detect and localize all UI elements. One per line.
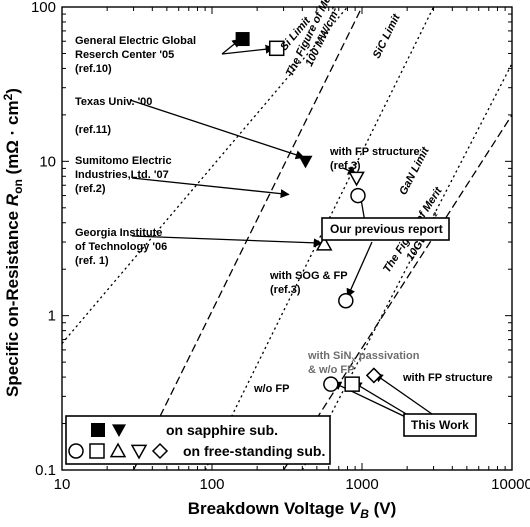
annotation-arrow <box>129 99 305 160</box>
annotation-arrow <box>346 241 373 298</box>
annotation-sin-line: with SiNx passivation <box>307 350 420 364</box>
x-tick-label: 10 <box>54 476 71 493</box>
annotation-ge-line: Reserch Center '05 <box>75 49 174 61</box>
y-tick-label: 1 <box>48 308 56 325</box>
limit-line-gan-limit <box>301 63 512 470</box>
annotation-arrow <box>131 235 323 248</box>
annotation-fp2-line: with FP structure <box>402 372 493 384</box>
data-point-triangle-up-open <box>315 235 333 251</box>
y-axis-label: Specific on-Resistance Ron (mΩ · cm2) <box>1 88 25 397</box>
annotation-arrow <box>373 373 433 415</box>
annotation-sog-line: (ref.3) <box>270 284 301 296</box>
limit-line-si-limit <box>62 7 348 344</box>
data-point-circle-open <box>338 292 354 309</box>
annotation-fp-line: with FP structure <box>329 146 420 158</box>
annotation-fp-line: (ref.3) <box>330 160 361 172</box>
plot-frame <box>61 6 513 471</box>
annotation-arrow <box>131 177 290 199</box>
legend-label-on-sapphire-sub: on sapphire sub. <box>166 422 278 438</box>
annotation-tx-line: (ref.11) <box>75 124 111 136</box>
plot-frame-group <box>61 6 513 471</box>
x-tick-label: 1000 <box>345 476 378 493</box>
legend-marker-diamond-open <box>151 442 169 460</box>
legend-box <box>65 415 331 465</box>
annotation-arrow <box>221 44 275 55</box>
data-point-diamond-open <box>365 367 382 384</box>
y-tick-label: 10 <box>39 153 56 170</box>
annotation-sin-line: & w/o FP <box>308 364 354 376</box>
data-point-circle-open <box>350 187 366 204</box>
annotation-gt-line: of Technology '06 <box>75 241 167 253</box>
y-tick-label: 0.1 <box>35 462 56 479</box>
legend-marker-triangle-down-filled <box>112 424 126 437</box>
limit-lines-group <box>62 7 512 470</box>
x-tick-label: 10000 <box>491 476 530 493</box>
y-tick-label: 100 <box>31 0 56 16</box>
data-point-triangle-down-open <box>348 171 365 187</box>
limit-line-the-figure-of-merit-100-mw-cm <box>132 7 363 470</box>
legend-marker-square-filled <box>91 423 105 437</box>
data-point-circle-open <box>323 376 339 392</box>
annotation-box-prev <box>321 217 450 241</box>
annotation-gt-line: Georgia Institute <box>75 227 162 239</box>
data-point-square-filled <box>235 32 250 47</box>
limit-label-line: SiC Limit <box>371 11 403 60</box>
annotation-gt-line: (ref. 1) <box>75 255 109 267</box>
annotation-se-line: Sumitomo Electric <box>75 155 172 167</box>
data-points-group <box>235 32 382 392</box>
legend-marker-triangle-up-open <box>109 442 127 458</box>
data-point-square-open <box>268 40 285 57</box>
limit-label-sic-limit: SiC Limit <box>371 11 403 60</box>
legend: on sapphire sub. on free-standing sub. <box>65 415 331 465</box>
data-point-triangle-down-filled <box>298 155 313 169</box>
annotation-se-line: (ref.2) <box>75 183 106 195</box>
x-tick-label: 100 <box>199 476 224 493</box>
legend-label-on-free-standing-sub: on free-standing sub. <box>183 443 325 459</box>
annotation-box-tw <box>403 413 477 437</box>
legend-marker-triangle-down-open <box>130 444 148 460</box>
annotation-prev-line: Our previous report <box>330 222 443 236</box>
annotation-tx-line: Texas Univ. '00 <box>75 96 152 108</box>
legend-marker-square-open <box>89 443 105 459</box>
annotation-ge-line: General Electric Global <box>75 35 196 47</box>
x-axis-label: Breakdown Voltage VB (V) <box>188 499 397 521</box>
legend-marker-circle-open <box>68 443 84 459</box>
annotation-ge-line: (ref.10) <box>75 63 112 75</box>
limit-line-the-figure-of-merit-10gw-cm <box>283 114 512 470</box>
annotation-tw-line: This Work <box>411 418 469 432</box>
data-point-square-open <box>344 376 360 392</box>
annotation-wofp-line: w/o FP <box>253 383 289 395</box>
annotation-se-line: Industries,Ltd. '07 <box>75 169 169 181</box>
annotation-sog-line: with SOG & FP <box>269 270 348 282</box>
annotation-arrows-group <box>129 38 433 422</box>
